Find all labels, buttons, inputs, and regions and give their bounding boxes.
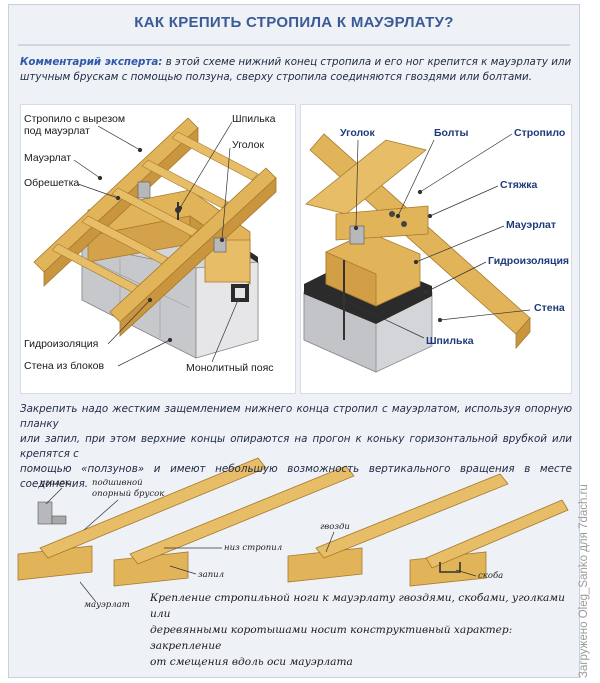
watermark: Загружено Oleg_Sanko для 7dach.ru	[578, 484, 590, 678]
left-leader-lines	[73, 121, 241, 367]
label-right-stud: Шпилька	[426, 335, 474, 347]
label-block-wall: Стена из блоков	[24, 360, 105, 372]
caption-line3: от смещения вдоль оси мауэрлата	[150, 656, 353, 668]
label-staple: скоба	[478, 571, 504, 581]
expert-comment-line2: штучным брускам с помощью ползуна, сверх…	[20, 71, 533, 83]
right-mauerlat	[325, 231, 421, 307]
bottom-staple	[439, 562, 461, 573]
right-angle-bracket	[349, 225, 365, 245]
label-rafter-notch-2: под мауэрлат	[24, 125, 90, 137]
title-divider	[18, 44, 570, 46]
page-title: КАК КРЕПИТЬ СТРОПИЛА К МАУЭРЛАТУ?	[134, 14, 454, 31]
label-lathing: Обрешетка	[24, 177, 80, 189]
label-mauerlat: Мауэрлат	[24, 152, 72, 164]
bottom-caption: Крепление стропильной ноги к мауэрлату г…	[150, 590, 570, 670]
expert-comment-line1: в этой схеме нижний конец стропила и его…	[165, 56, 572, 68]
right-leader-lines	[341, 133, 531, 339]
left-lathing	[51, 131, 259, 293]
expert-comment-lead: Комментарий эксперта:	[20, 56, 163, 68]
right-bolts	[389, 211, 407, 227]
caption-line2: деревянными коротышами носит конструктив…	[150, 624, 513, 652]
label-tie: Стяжка	[500, 179, 538, 191]
label-rafter-notch-1: Стропило с вырезом	[24, 113, 126, 125]
label-bolts: Болты	[434, 127, 469, 139]
label-right-waterproofing: Гидроизоляция	[488, 255, 570, 267]
label-nails: гвозди	[320, 522, 350, 532]
label-right-angle: Уголок	[340, 127, 375, 139]
label-stud: Шпилька	[232, 113, 276, 125]
label-bottom-angle: уголок	[40, 478, 70, 488]
label-hemmed-2: опорный брусок	[92, 489, 165, 499]
bottom-mauerlats	[17, 545, 487, 587]
middle-text-line3: помощью «ползунов» и имеют небольшую воз…	[20, 463, 572, 490]
label-bottom-mauerlat: мауэрлат	[84, 600, 130, 610]
expert-comment: Комментарий эксперта: в этой схеме нижни…	[20, 55, 572, 85]
label-right-mauerlat: Мауэрлат	[506, 219, 557, 231]
label-hemmed-1: подшивной	[92, 478, 143, 488]
label-waterproofing: Гидроизоляция	[24, 338, 99, 350]
label-monolithic-belt: Монолитный пояс	[186, 362, 274, 374]
middle-text: Закрепить надо жестким защемлением нижне…	[20, 402, 572, 492]
bottom-rafters	[39, 457, 569, 569]
right-rafters	[305, 133, 531, 350]
middle-text-line1: Закрепить надо жестким защемлением нижне…	[20, 403, 572, 430]
caption-line1: Крепление стропильной ноги к мауэрлату г…	[150, 592, 565, 620]
label-wall: Стена	[534, 302, 565, 314]
bottom-leader-lines	[45, 487, 477, 603]
label-rafter: Стропило	[514, 127, 566, 139]
label-rafter-bottom: низ стропил	[224, 543, 283, 553]
bottom-angle-bracket	[37, 501, 67, 525]
label-notch: запил	[198, 570, 225, 580]
label-angle: Уголок	[232, 139, 265, 151]
middle-text-line2: или запил, при этом верхние концы опираю…	[20, 433, 572, 460]
